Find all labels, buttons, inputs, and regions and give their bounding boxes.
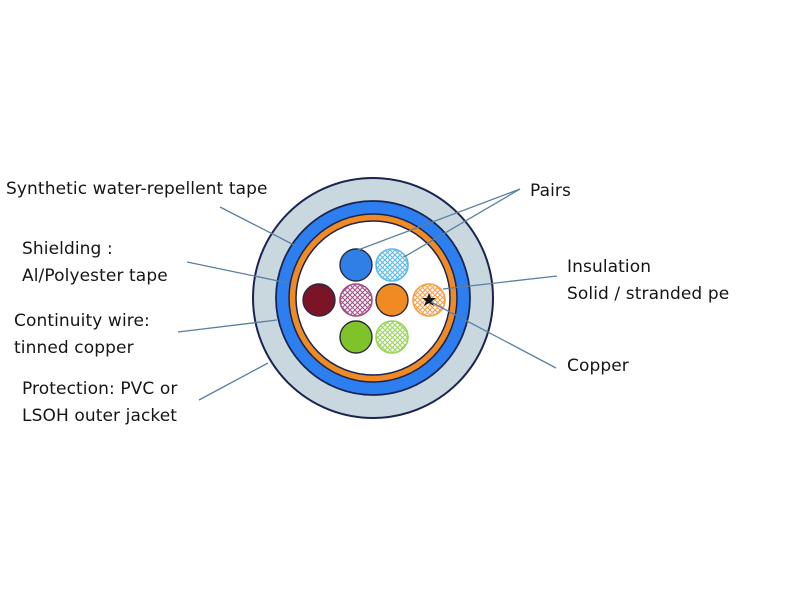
label-insulation: Insulation Solid / stranded pe bbox=[567, 256, 729, 305]
label-line: Al/Polyester tape bbox=[22, 266, 168, 286]
label-line: Synthetic water-repellent tape bbox=[6, 179, 268, 199]
label-line: Shielding : bbox=[22, 239, 113, 259]
label-continuity-wire: Continuity wire: tinned copper bbox=[14, 310, 150, 359]
conductor-light-blue bbox=[375, 248, 409, 282]
label-synthetic-tape: Synthetic water-repellent tape bbox=[6, 178, 268, 200]
conductor-maroon bbox=[302, 283, 336, 317]
conductor-pink bbox=[339, 283, 373, 317]
leader-shielding bbox=[186, 261, 289, 284]
conductor-blue bbox=[339, 248, 373, 282]
leader-copper bbox=[430, 301, 557, 369]
leader-insulation bbox=[442, 275, 558, 290]
label-pairs: Pairs bbox=[530, 180, 571, 202]
cable-core bbox=[295, 220, 451, 376]
label-copper: Copper bbox=[567, 355, 629, 377]
conductor-orange bbox=[375, 283, 409, 317]
leader-protection bbox=[198, 362, 269, 401]
leader-continuity-wire bbox=[177, 319, 278, 333]
leader-synthetic-tape bbox=[219, 206, 297, 247]
label-protection: Protection: PVC or LSOH outer jacket bbox=[22, 378, 177, 427]
label-line: Insulation bbox=[567, 257, 652, 277]
label-line: Protection: PVC or bbox=[22, 379, 178, 399]
conductors-group bbox=[302, 248, 446, 354]
leader-pairs-b bbox=[403, 188, 521, 258]
label-line: Continuity wire: bbox=[14, 311, 150, 331]
conductor-green bbox=[339, 320, 373, 354]
label-line: Copper bbox=[567, 356, 629, 376]
label-line: Pairs bbox=[530, 181, 571, 201]
label-line: Solid / stranded pe bbox=[567, 284, 730, 304]
label-line: LSOH outer jacket bbox=[22, 406, 178, 426]
label-shielding: Shielding : Al/Polyester tape bbox=[22, 238, 168, 287]
conductor-light-green bbox=[375, 320, 409, 354]
label-line: tinned copper bbox=[14, 338, 134, 358]
leader-pairs-a bbox=[357, 188, 521, 251]
